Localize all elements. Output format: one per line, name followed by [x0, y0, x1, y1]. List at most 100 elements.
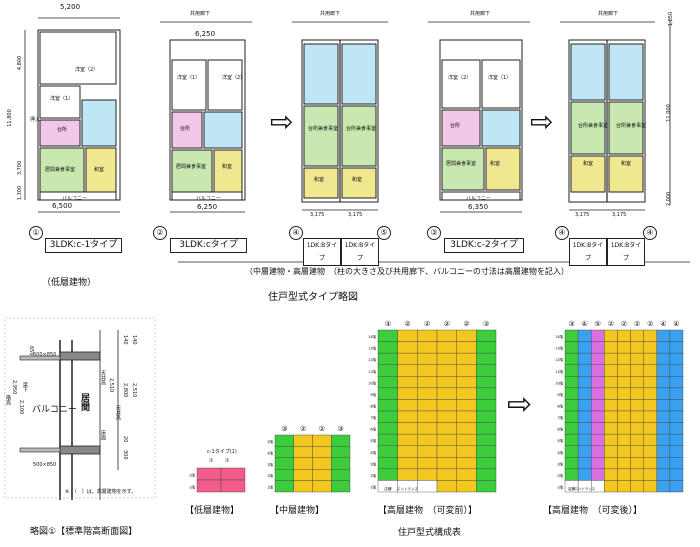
low-rise-caption: （低層建物）	[42, 278, 97, 288]
p1-room-closet: 押入	[30, 117, 41, 123]
grid-cell	[476, 352, 497, 365]
grid-cell	[456, 422, 477, 435]
p4-west1-area	[481, 59, 521, 109]
p5-dim-bottom-1: 3,175	[575, 212, 590, 218]
p1-type-label: 3LDK:c-1タイプ	[45, 238, 122, 253]
p2-living-area	[171, 149, 213, 193]
grid-cell	[591, 445, 605, 458]
grid-cell	[377, 422, 398, 435]
grid-cell	[643, 352, 657, 365]
floor-label: 12階	[555, 357, 563, 362]
p4-dim-bottom: 6,350	[468, 203, 489, 211]
mid-high-note: （中層建物・高層建物 （柱の大きさ及び共用廊下、バルコニーの寸法は高層建物を記入…	[245, 267, 569, 276]
bar-high-after-caption: 【高層建物 （可変後）】	[543, 506, 643, 516]
grid-cell	[617, 457, 631, 470]
header-cell-label: ③	[483, 320, 489, 328]
grid-cell	[564, 399, 579, 412]
p1-bath-area	[81, 99, 117, 147]
grid-cell	[331, 469, 351, 481]
p1-room-west2-area	[39, 31, 117, 85]
grid-cell	[564, 468, 579, 481]
grid-cell	[564, 387, 579, 400]
grid-cell	[617, 364, 631, 377]
grid-cell	[564, 457, 579, 470]
grid-cell	[397, 433, 418, 446]
floor-label: 2階	[557, 473, 563, 478]
p1-living-area	[39, 147, 85, 193]
p1-room-balcony: バルコニー	[62, 196, 87, 202]
grid-cell	[220, 467, 246, 481]
grid-cell	[577, 445, 592, 458]
p5-type-label-a: 1DK:Bタイプ	[569, 238, 607, 266]
grid-cell	[397, 468, 418, 481]
grid-cell	[436, 352, 457, 365]
grid-cell	[643, 329, 657, 342]
grid-cell	[577, 410, 592, 423]
grid-cell	[417, 410, 438, 423]
grid-cell	[417, 341, 438, 354]
p4-room-west1: 洋室（1）	[488, 75, 512, 81]
p3-bath-a	[303, 43, 339, 105]
grid-cell	[456, 376, 477, 389]
grid-cell	[456, 329, 477, 342]
low-num-2: ①	[225, 458, 230, 464]
header-cell-label: ⑤	[595, 320, 601, 328]
grid-cell	[397, 387, 418, 400]
floor-label: 13階	[555, 346, 563, 351]
p2-room-tatami: 和室	[222, 164, 233, 170]
grid-cell	[643, 341, 657, 354]
floor-label: 3階	[370, 461, 376, 466]
section-balcony-bottom	[19, 447, 61, 453]
p2-room-balcony: バルコニー	[196, 196, 221, 202]
section-height-b: 2,100	[18, 400, 24, 415]
p1-dim-bottom: 6,500	[52, 202, 73, 210]
floor-label: 5階	[370, 438, 376, 443]
grid-cell	[377, 399, 398, 412]
section-dim-6: 2,510	[131, 383, 137, 398]
section-ceiling: 天井高	[100, 370, 106, 385]
grid-cell	[417, 364, 438, 377]
grid-cell	[604, 352, 618, 365]
grid-cell	[397, 457, 418, 470]
grid-cell	[274, 434, 294, 447]
grid-cell	[476, 457, 497, 470]
p2-kitchen-area	[171, 111, 203, 149]
p4-room-tatami: 和室	[490, 161, 501, 167]
grid-cell	[643, 422, 657, 435]
grid-cell	[577, 329, 592, 342]
grid-cell	[591, 387, 605, 400]
header-cell-label: ②	[444, 320, 450, 328]
header-cell-label: ②	[463, 320, 469, 328]
p5-type-number-b: ④	[643, 226, 657, 240]
grid-cell	[564, 422, 579, 435]
p3-bath-b	[341, 43, 377, 105]
grid-cell	[456, 399, 477, 412]
grid-cell	[669, 376, 684, 389]
p5-room-kitchen-b: 台所兼食事室	[616, 123, 647, 129]
p2-tatami-area	[213, 149, 243, 193]
grid-cell	[604, 410, 618, 423]
p4-tatami-area	[485, 147, 521, 191]
grid-cell	[604, 480, 618, 493]
p3-room-kitchen-b: 台所兼食事室	[346, 126, 377, 132]
section-kanji-b: 天井高	[115, 405, 121, 420]
grid-cell	[643, 480, 657, 493]
section-caption: 略図①【標準階高断面図】	[30, 527, 138, 537]
grid-cell	[643, 433, 657, 446]
grid-cell	[630, 445, 644, 458]
p4-west2-area	[441, 59, 481, 109]
grid-cell	[377, 445, 398, 458]
grid-cell	[293, 457, 313, 470]
grid-cell	[564, 352, 579, 365]
grid-cell	[456, 410, 477, 423]
p3-dim-bottom-1: 3,175	[310, 212, 325, 218]
p3-type-number-b: ⑤	[377, 226, 391, 240]
grid-cell	[456, 445, 477, 458]
grid-cell	[656, 329, 671, 342]
p3-kitchen-a	[303, 105, 339, 167]
grid-cell	[656, 387, 671, 400]
grid-cell	[397, 445, 418, 458]
grid-cell	[564, 410, 579, 423]
grid-cell	[669, 341, 684, 354]
p1-room-west1: 洋室（1）	[50, 96, 74, 102]
